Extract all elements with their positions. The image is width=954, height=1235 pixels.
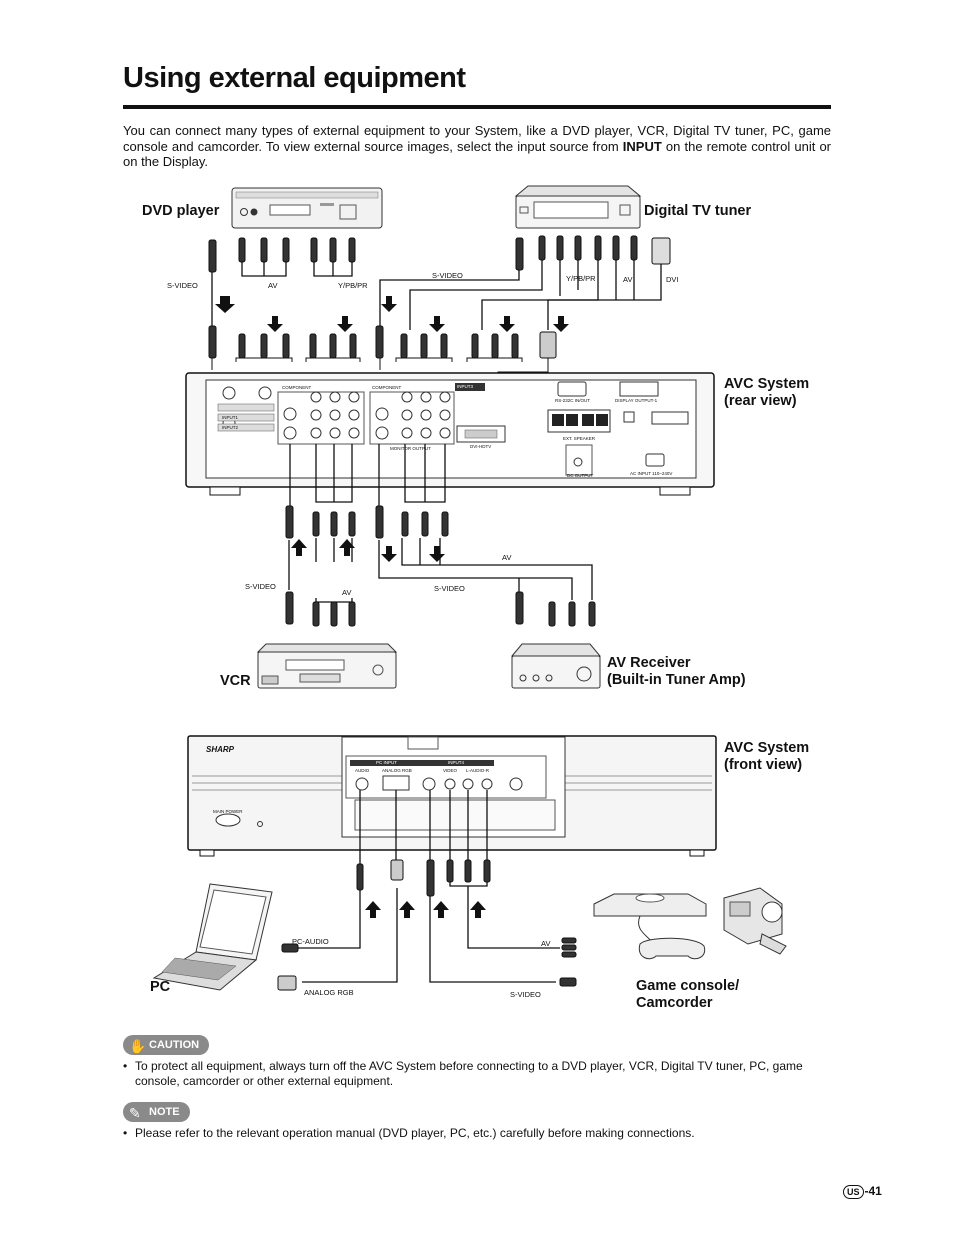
dvd-player-label: DVD player (142, 203, 220, 219)
main-power-label: MAIN POWER (213, 809, 243, 814)
analog-rgb-label: ANALOG RGB (304, 988, 354, 997)
av-label-dvd: AV (268, 281, 278, 290)
dvi-hdtv-label: DVI-HDTV (470, 444, 492, 449)
hand-icon: ✋ (129, 1038, 147, 1054)
note-text: Please refer to the relevant operation m… (135, 1126, 695, 1140)
ext-speaker-label: EXT. SPEAKER (563, 436, 596, 441)
avc-front-label: AVC System (front view) (724, 740, 810, 773)
s-video-label-vcr: S-VIDEO (245, 582, 276, 591)
vcr-label: VCR (220, 673, 251, 689)
lower-cables (288, 444, 593, 603)
av-receiver-illustration (510, 643, 602, 689)
monitor-output-label: MONITOR OUTPUT (390, 446, 431, 451)
note-label: NOTE (149, 1106, 180, 1118)
input4-label: INPUT4 (448, 760, 465, 765)
caution-item: • To protect all equipment, always turn … (123, 1059, 831, 1088)
intro-input-keyword: INPUT (622, 138, 662, 154)
lower-plugs (285, 505, 596, 627)
analog-rgb-port-label: ANALOG RGB (382, 768, 412, 773)
page-title: Using external equipment (123, 62, 466, 94)
game-console-illustration (593, 893, 707, 960)
dc-output-label: DC OUTPUT (567, 473, 594, 478)
digital-tv-tuner-label: Digital TV tuner (644, 203, 752, 219)
component-label-1: COMPONENT (282, 385, 312, 390)
region-badge: US (843, 1185, 864, 1199)
ypbpr-label-dvd: Y/PB/PR (338, 281, 368, 290)
dvd-player-illustration (231, 187, 383, 229)
bullet-icon: • (123, 1059, 128, 1073)
page-number: US-41 (843, 1184, 882, 1199)
page-number-value: -41 (864, 1184, 882, 1198)
s-video-label-dvd: S-VIDEO (167, 281, 198, 290)
avc-rear-panel (185, 372, 715, 496)
display-output-label: DISPLAY OUTPUT-1 (615, 398, 658, 403)
s-video-label-tuner: S-VIDEO (432, 271, 463, 280)
av-label-game: AV (541, 939, 551, 948)
caution-badge: ✋ CAUTION (123, 1035, 210, 1055)
audio-port-label: AUDIO (355, 768, 370, 773)
input2-label: INPUT2 (222, 425, 239, 430)
av-label-tuner: AV (623, 275, 633, 284)
front-plugs (277, 859, 577, 991)
input1-label: INPUT1 (222, 415, 239, 420)
camcorder-illustration (723, 887, 787, 955)
title-rule (123, 105, 831, 109)
component-label-2: COMPONENT (372, 385, 402, 390)
upper-cables (211, 260, 662, 330)
digital-tv-tuner-illustration (514, 185, 642, 229)
game-console-label: Game console/ Camcorder (636, 978, 740, 1011)
avc-front-panel (187, 735, 717, 857)
s-video-label-game: S-VIDEO (510, 990, 541, 999)
dvi-label: DVI (666, 275, 679, 284)
caution-text: To protect all equipment, always turn of… (135, 1059, 803, 1088)
intro-text-2: on the remote control unit or on the Dis… (123, 138, 831, 170)
pc-input-label: PC INPUT (376, 760, 398, 765)
ac-input-label: AC INPUT 110–240V (630, 471, 673, 476)
top-cable-plugs (208, 235, 671, 273)
audio-lr-label: L-AUDIO-R (466, 768, 490, 773)
plugs-near-rear (208, 325, 557, 359)
vcr-illustration (256, 643, 398, 689)
note-item: • Please refer to the relevant operation… (123, 1126, 831, 1141)
ypbpr-label-tuner: Y/PB/PR (566, 274, 596, 283)
avc-rear-label: AVC System (rear view) (724, 376, 810, 409)
laptop-illustration (152, 883, 273, 991)
bullet-icon: • (123, 1126, 128, 1140)
av-label-vcr: AV (342, 588, 352, 597)
input3-label: INPUT3 (457, 384, 474, 389)
lower-arrows (291, 539, 445, 562)
front-cables (298, 790, 560, 983)
pc-label: PC (150, 979, 171, 995)
s-video-label-receiver: S-VIDEO (434, 584, 465, 593)
intro-text-1: You can connect many types of external e… (123, 123, 831, 154)
front-arrows (365, 901, 486, 918)
pencil-icon: ✎ (129, 1105, 141, 1121)
intro-paragraph: You can connect many types of external e… (123, 123, 831, 170)
video-port-label: VIDEO (443, 768, 458, 773)
pc-audio-label: PC-AUDIO (292, 937, 329, 946)
av-receiver-label: AV Receiver (Built-in Tuner Amp) (607, 655, 746, 688)
rs232c-label: RS-232C IN/OUT (555, 398, 591, 403)
sharp-brand: SHARP (206, 745, 235, 754)
upper-arrows (215, 296, 569, 332)
caution-label: CAUTION (149, 1039, 200, 1051)
av-label-receiver: AV (502, 553, 512, 562)
note-badge: ✎ NOTE (123, 1102, 190, 1122)
